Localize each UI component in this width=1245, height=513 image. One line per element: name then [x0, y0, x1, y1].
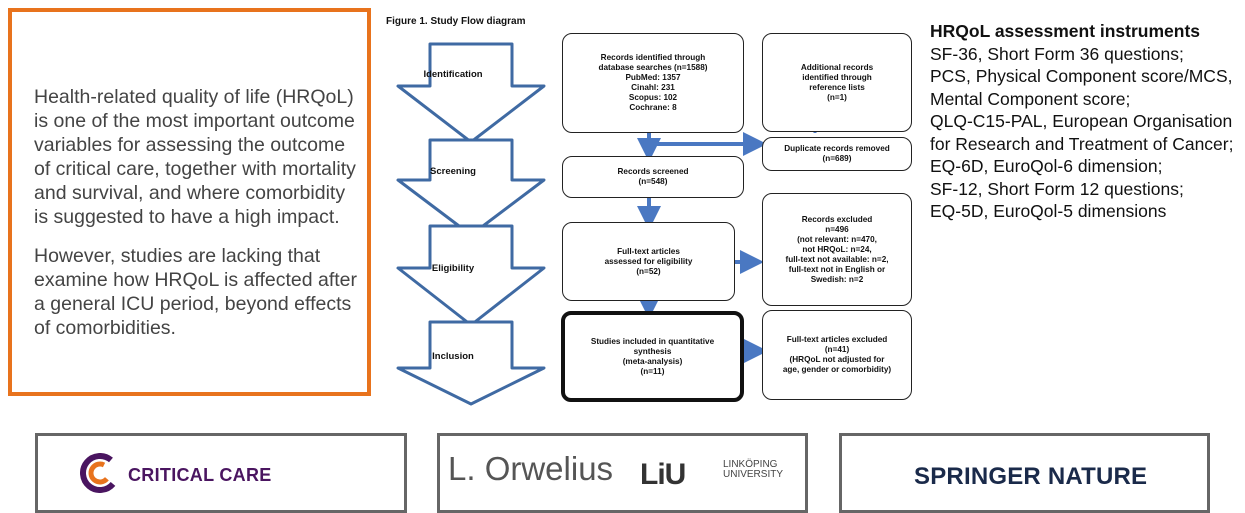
publisher-name: SPRINGER NATURE — [914, 463, 1148, 490]
stage-label-screening: Screening — [430, 166, 476, 177]
footer-author: L. Orwelius LiU LINKÖPING UNIVERSITY — [437, 433, 808, 513]
box-studies-included: Studies included in quantitative synthes… — [561, 311, 744, 402]
box-records-excluded-text: Records excluded n=496 (not relevant: n=… — [785, 214, 889, 284]
box-records-excluded: Records excluded n=496 (not relevant: n=… — [762, 193, 912, 306]
instrument-legend: HRQoL assessment instruments SF-36, Shor… — [930, 20, 1245, 223]
box-additional-records-text: Additional records identified through re… — [800, 62, 874, 102]
author-name: L. Orwelius — [448, 450, 614, 487]
box-records-screened-text: Records screened (n=548) — [617, 167, 689, 186]
legend-item-pcs-mcs: PCS, Physical Component score/MCS, Menta… — [930, 66, 1233, 109]
critical-care-logo-icon — [80, 453, 120, 493]
liu-logo-icon: LiU — [640, 458, 686, 491]
box-studies-included-text: Studies included in quantitative synthes… — [590, 336, 715, 376]
legend-item-eq5d: EQ-5D, EuroQol-5 dimensions — [930, 201, 1167, 221]
box-fulltext-excluded: Full-text articles excluded (n=41) (HRQo… — [762, 310, 912, 400]
stage-label-identification: Identification — [423, 69, 483, 80]
journal-name: CRITICAL CARE — [128, 465, 272, 485]
stage-arrow-eligibility — [396, 224, 546, 327]
stage-arrow-identification — [396, 42, 546, 144]
stage-label-eligibility: Eligibility — [431, 263, 475, 274]
stage-arrow-inclusion — [396, 320, 546, 406]
flow-diagram-svg — [396, 42, 817, 406]
legend-item-eq6d: EQ-6D, EuroQol-6 dimension; — [930, 156, 1163, 176]
stage-arrow-screening — [396, 138, 546, 237]
intro-paragraph-1: Health-related quality of life (HRQoL) i… — [34, 86, 356, 228]
stage-label-inclusion: Inclusion — [432, 351, 474, 362]
box-duplicates-removed: Duplicate records removed (n=689) — [762, 137, 912, 171]
intro-paragraph-2: However, studies are lacking that examin… — [34, 245, 357, 339]
figure-title: Figure 1. Study Flow diagram — [386, 16, 526, 27]
box-fulltext-assessed-text: Full-text articles assessed for eligibil… — [604, 246, 693, 276]
legend-item-sf12: SF-12, Short Form 12 questions; — [930, 178, 1184, 199]
university-name: LINKÖPING UNIVERSITY — [723, 459, 784, 480]
footer-critical-care: CRITICAL CARE — [35, 433, 407, 513]
legend-title: HRQoL assessment instruments — [930, 21, 1201, 41]
box-duplicates-removed-text: Duplicate records removed (n=689) — [784, 144, 890, 163]
box-fulltext-assessed: Full-text articles assessed for eligibil… — [562, 222, 735, 301]
box-records-identified: Records identified through database sear… — [562, 33, 744, 133]
box-fulltext-excluded-text: Full-text articles excluded (n=41) (HRQo… — [782, 335, 892, 374]
box-additional-records: Additional records identified through re… — [762, 33, 912, 132]
box-records-identified-text: Records identified through database sear… — [598, 53, 708, 112]
legend-item-sf36: SF-36, Short Form 36 questions; — [930, 43, 1184, 64]
legend-item-qlq: QLQ-C15-PAL, European Organisation for R… — [930, 111, 1234, 154]
footer-publisher: SPRINGER NATURE — [839, 433, 1210, 513]
box-records-screened: Records screened (n=548) — [562, 156, 744, 198]
intro-text-box: Health-related quality of life (HRQoL) i… — [8, 8, 371, 396]
